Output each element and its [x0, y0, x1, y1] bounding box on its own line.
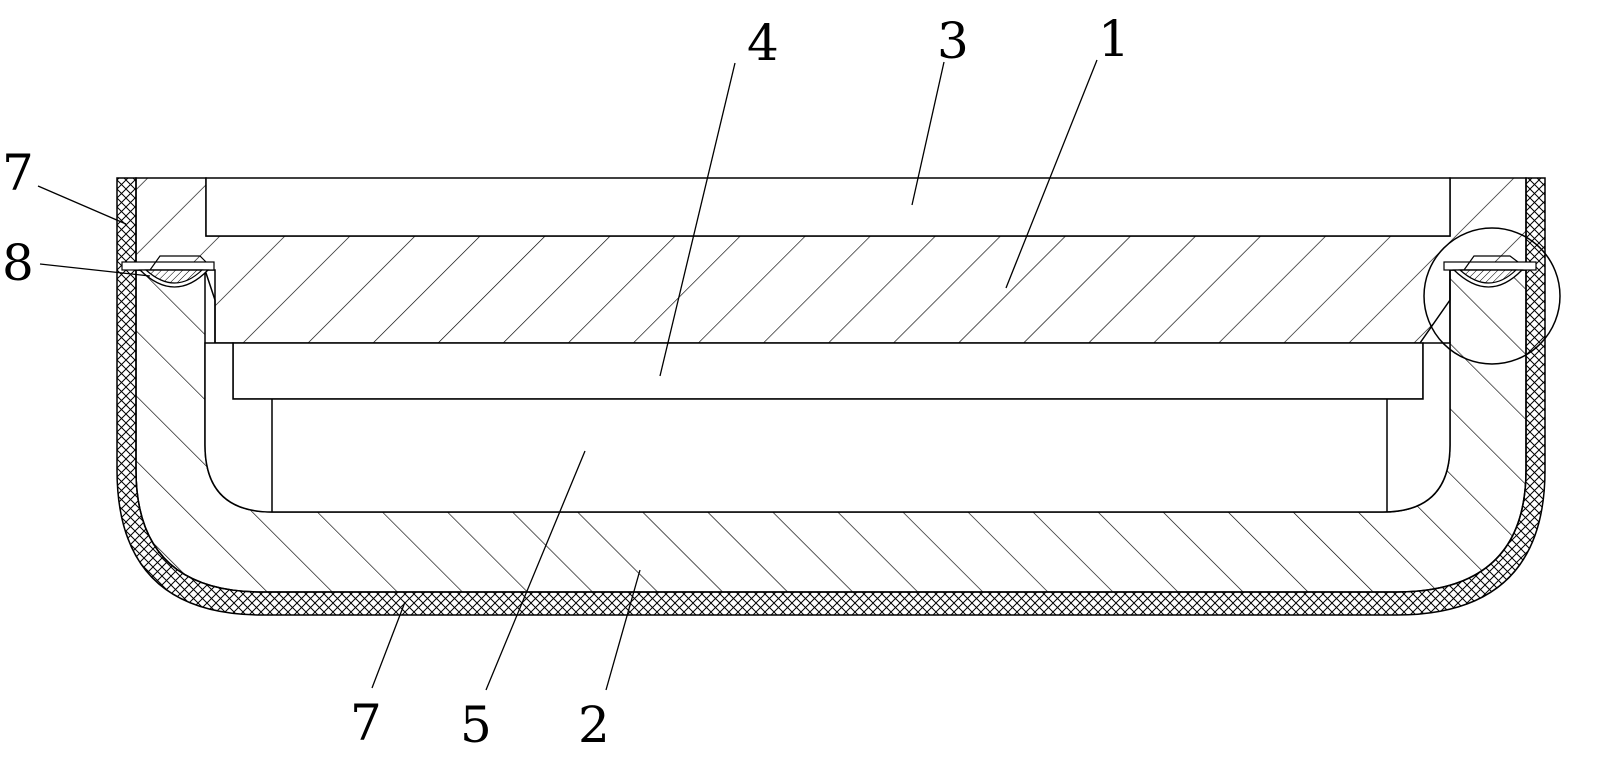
inner-plate-part-4: [232, 342, 1424, 400]
leader-line-3: [911, 61, 945, 206]
leader-line-4: [659, 62, 736, 377]
detail-circle: [1423, 227, 1561, 365]
label-part-3: 3: [937, 12, 969, 70]
label-part-1: 1: [1098, 10, 1130, 68]
seal-ring-right-part-8: [1443, 255, 1537, 288]
label-part-2: 2: [578, 696, 610, 754]
label-part-4: 4: [747, 14, 779, 72]
label-part-7-top: 7: [2, 144, 34, 202]
leader-line-5: [485, 450, 586, 691]
seal-ring-left-part-8: [121, 255, 215, 288]
leader-line-7-bottom: [371, 601, 406, 689]
label-part-5: 5: [460, 696, 492, 754]
leader-line-1: [1005, 59, 1098, 289]
inner-cavity-part-5: [204, 342, 1451, 513]
top-recess-part-3: [205, 177, 1451, 237]
leader-line-7-top: [37, 185, 127, 225]
label-part-7-bottom: 7: [350, 694, 382, 752]
leader-line-8: [39, 263, 151, 277]
leader-line-2: [605, 569, 641, 691]
label-part-8: 8: [2, 234, 34, 292]
